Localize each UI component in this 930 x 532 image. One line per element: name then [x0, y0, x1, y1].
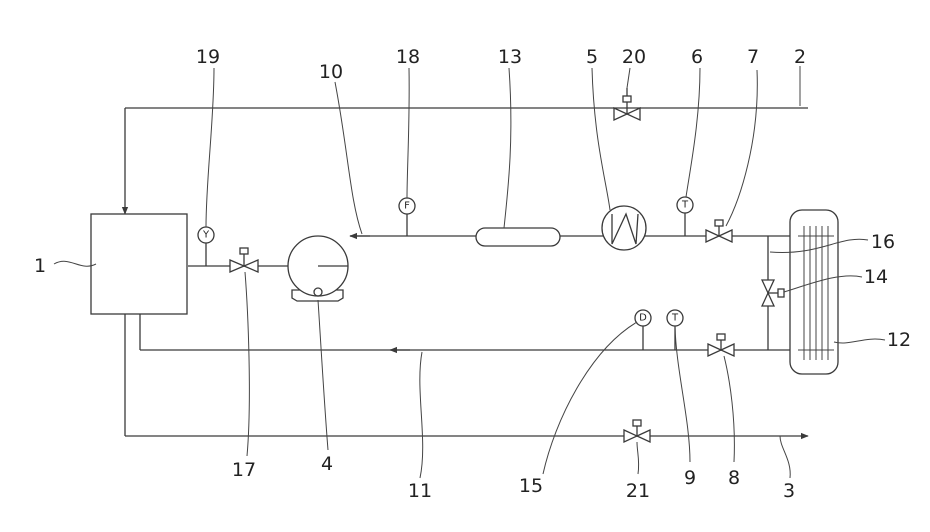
inlet-pipe-2: [125, 108, 808, 214]
label-6: 6: [691, 46, 703, 68]
valve-7: [706, 220, 732, 242]
label-5: 5: [586, 46, 598, 68]
temperature-upper-symbol: T: [681, 200, 689, 211]
label-16: 16: [871, 231, 895, 253]
valve-14: [762, 280, 784, 306]
label-9: 9: [684, 467, 696, 489]
valve-17: [230, 248, 258, 272]
valve-8: [708, 334, 734, 356]
temperature-lower-symbol: T: [671, 313, 679, 324]
label-19: 19: [196, 46, 220, 68]
membrane-module: [790, 210, 838, 374]
label-8: 8: [728, 467, 740, 489]
label-1: 1: [34, 255, 46, 277]
label-18: 18: [396, 46, 420, 68]
label-11: 11: [408, 480, 432, 502]
label-13: 13: [498, 46, 522, 68]
label-15: 15: [519, 475, 543, 497]
label-4: 4: [321, 453, 333, 475]
label-14: 14: [864, 266, 888, 288]
label-3: 3: [783, 480, 795, 502]
flow-meter: F: [399, 198, 415, 236]
label-10: 10: [319, 61, 343, 83]
heat-exchanger: [602, 206, 646, 250]
density-meter: D: [635, 310, 651, 350]
level-gauge: Y: [198, 227, 214, 266]
label-21: 21: [626, 480, 650, 502]
valve-21: [624, 420, 650, 442]
label-2: 2: [794, 46, 806, 68]
filter-vessel: [476, 228, 560, 246]
outlet-pipe-3: [125, 314, 808, 436]
pump: [288, 236, 348, 301]
label-20: 20: [622, 46, 646, 68]
valve-20: [614, 88, 640, 120]
tank: [91, 214, 187, 314]
level-gauge-symbol: Y: [202, 230, 210, 241]
label-7: 7: [747, 46, 759, 68]
label-12: 12: [887, 329, 911, 351]
density-meter-symbol: D: [639, 313, 647, 324]
temperature-sensor-upper: T: [677, 197, 693, 236]
flow-meter-symbol: F: [404, 201, 410, 212]
label-17: 17: [232, 459, 256, 481]
